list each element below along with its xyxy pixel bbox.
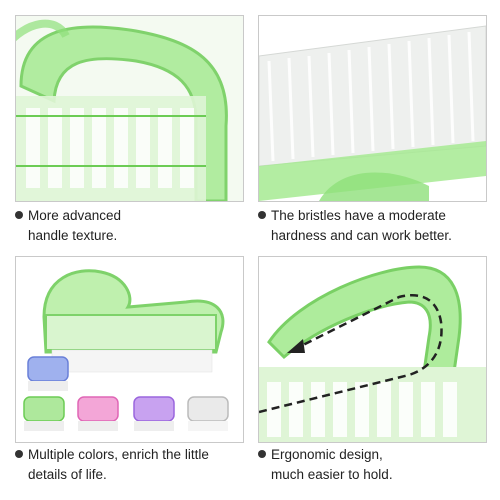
caption-ergonomic: Ergonomic design, much easier to hold. <box>258 445 483 485</box>
caption-line-1: Ergonomic design, <box>271 447 383 462</box>
color-variants-photo <box>15 256 244 443</box>
bullet-icon <box>15 450 23 458</box>
ergonomic-design-photo <box>258 256 487 443</box>
bullet-icon <box>258 450 266 458</box>
caption-line-2: handle texture. <box>28 228 118 243</box>
handle-texture-photo <box>15 15 244 202</box>
caption-line-1: The bristles have a moderate <box>271 208 446 223</box>
bristles-photo <box>258 15 487 202</box>
caption-line-1: Multiple colors, enrich the little <box>28 447 209 462</box>
caption-colors: Multiple colors, enrich the little detai… <box>15 445 240 485</box>
caption-line-2: hardness and can work better. <box>271 228 452 243</box>
caption-handle-texture: More advanced handle texture. <box>15 206 240 246</box>
caption-line-2: details of life. <box>28 467 107 482</box>
bullet-icon <box>15 211 23 219</box>
caption-bristles: The bristles have a moderate hardness an… <box>258 206 483 246</box>
caption-line-1: More advanced <box>28 208 122 223</box>
bullet-icon <box>258 211 266 219</box>
caption-line-2: much easier to hold. <box>271 467 393 482</box>
